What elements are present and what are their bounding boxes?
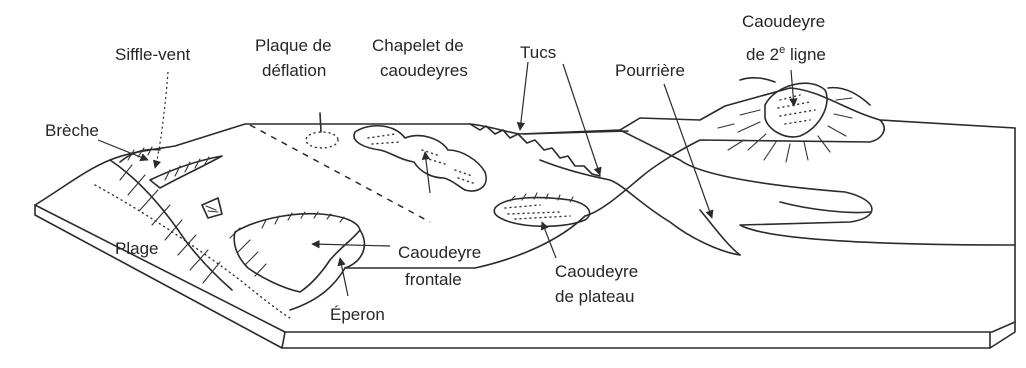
label-chapelet-line2: caoudeyres	[380, 61, 468, 80]
label-siffle-vent: Siffle-vent	[115, 45, 191, 64]
label-plateau-line2: de plateau	[555, 287, 634, 306]
label-frontale-line2: frontale	[405, 270, 462, 289]
tucs-arrow-right	[563, 64, 600, 175]
label-eperon: Éperon	[330, 305, 385, 324]
plaque-de-deflation	[306, 113, 338, 148]
siffle-vent-arrow	[155, 72, 168, 168]
deflation-line	[250, 125, 430, 222]
caoudeyre-de-plateau	[494, 193, 589, 226]
siffle-vent-shape	[150, 156, 222, 188]
plateau-arrow	[542, 222, 556, 258]
label-plaque-line2: déflation	[262, 61, 326, 80]
label-breche: Brèche	[45, 121, 99, 140]
base-block	[35, 205, 1015, 348]
label-c2-line1: Caoudeyre	[742, 12, 825, 31]
chapelet-de-caoudeyres	[354, 126, 486, 191]
eperon-arrow	[340, 258, 348, 296]
breche-arrow	[98, 140, 148, 160]
frontale-arrow	[312, 244, 390, 246]
label-c2-line2: de 2e ligne	[746, 44, 826, 64]
label-plateau-line1: Caoudeyre	[555, 262, 638, 281]
label-chapelet-line1: Chapelet de	[372, 36, 464, 55]
label-c2-post: ligne	[785, 45, 826, 64]
label-tucs: Tucs	[520, 43, 556, 62]
pourriere-arrow	[664, 84, 712, 218]
caoudeyre-2e-ligne	[718, 78, 870, 162]
label-plage: Plage	[115, 239, 158, 258]
caoudeyre-frontale	[234, 212, 360, 292]
label-c2-pre: de 2	[746, 45, 779, 64]
label-plaque-line1: Plaque de	[255, 36, 332, 55]
label-pourriere: Pourrière	[615, 61, 685, 80]
label-frontale-line1: Caoudeyre	[398, 243, 481, 262]
tucs-arrow-left	[520, 62, 528, 130]
dune-outline	[35, 88, 1015, 322]
small-pit	[202, 198, 222, 218]
